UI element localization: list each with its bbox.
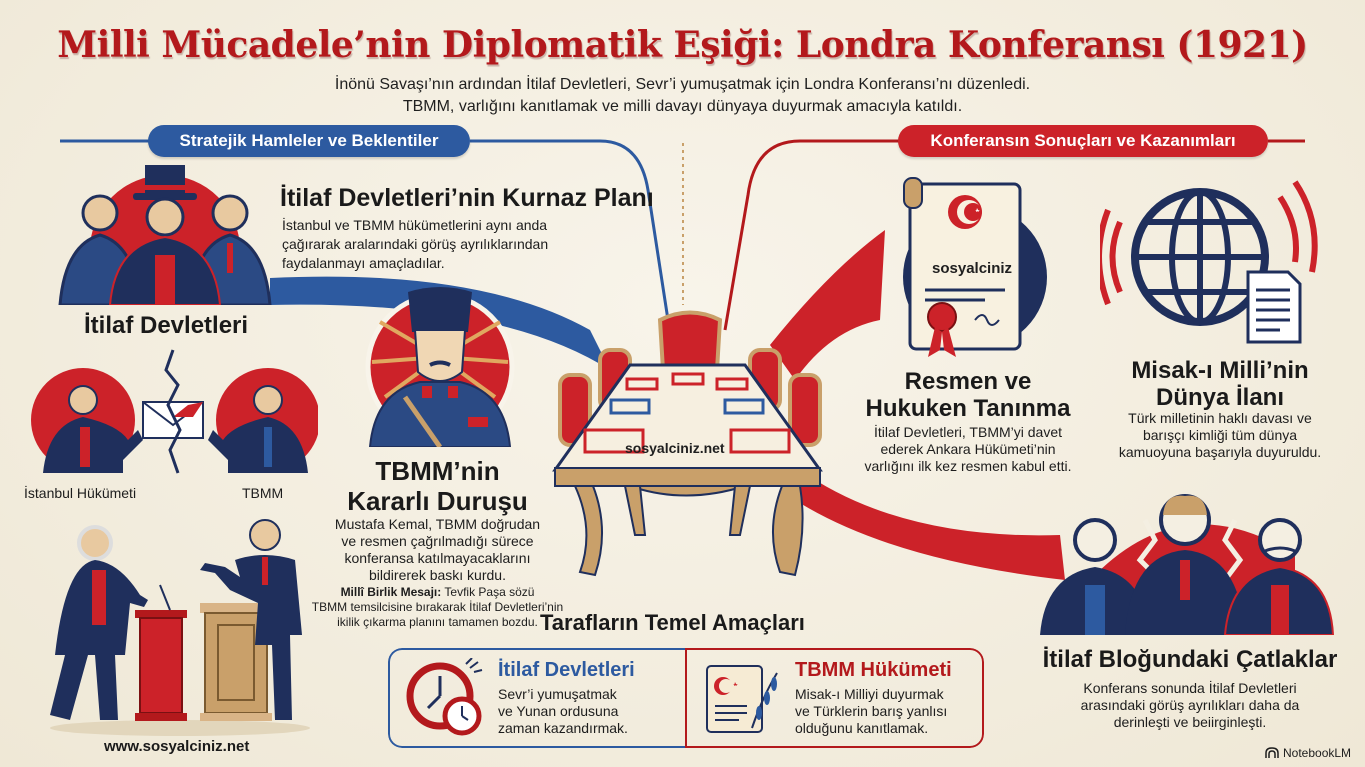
scroll-watermark: sosyalciniz <box>932 260 1013 277</box>
page-title: Milli Mücadele’nin Diplomatik Eşiği: Lon… <box>57 24 1308 66</box>
scroll-olive-branch-icon <box>706 665 778 733</box>
section-label-conference-results: Konferansın Sonuçları ve Kazanımları <box>898 125 1268 157</box>
section-label-strategic-moves: Stratejik Hamleler ve Beklentiler <box>148 125 470 157</box>
recognition-title-line: Hukuken Tanınma <box>865 395 1071 422</box>
subtitle-line-2: TBMM, varlığını kanıtlamak ve milli dava… <box>402 98 963 115</box>
istanbul-tbmm-split-illustration <box>31 349 318 474</box>
goal-allies-text: Sevr’i yumuşatmak <box>498 686 617 702</box>
cracks-text-line: derinleşti ve beiirginleşti. <box>1113 714 1267 730</box>
recognition-description: İtilaf Devletleri, TBMM’yi davet ederek … <box>848 424 1088 475</box>
cracks-description: Konferans sonunda İtilaf Devletleri aras… <box>1030 680 1350 731</box>
recognition-title-line: Resmen ve <box>904 368 1032 395</box>
notebooklm-brand-text: NotebookLM <box>1283 746 1352 760</box>
allied-statesmen-illustration <box>58 165 272 305</box>
announcement-title-line: Dünya İlanı <box>1155 384 1285 411</box>
goal-allies-text: zaman kazandırmak. <box>498 720 628 736</box>
stance-text-line: Mustafa Kemal, TBMM doğrudan <box>334 516 541 532</box>
announcement-description: Türk milletinin haklı davası ve barışçı … <box>1100 410 1340 461</box>
podium-handover-illustration <box>50 519 310 736</box>
stance-text-line: bildirerek baskı kurdu. <box>369 567 506 583</box>
unity-text-line: TBMM temsilcisine bırakarak İtilaf Devle… <box>311 600 564 614</box>
table-watermark: sosyalciniz.net <box>625 440 725 456</box>
recognition-text-line: ederek Ankara Hükümeti’nin <box>880 441 1056 457</box>
tbmm-label: TBMM <box>242 485 284 501</box>
plan-description: İstanbul ve TBMM hükümetlerini aynı anda… <box>282 216 548 273</box>
announcement-text-line: Türk milletinin haklı davası ve <box>1128 410 1312 426</box>
unity-text-line: Tevfik Paşa sözü <box>444 585 535 599</box>
website-watermark: www.sosyalciniz.net <box>104 738 250 755</box>
notebooklm-logo-icon <box>1265 747 1279 758</box>
goal-tbmm-text: ve Türklerin barış yanlısı <box>795 703 948 719</box>
stance-title-line: TBMM’nin <box>375 456 500 486</box>
goal-allies-text: ve Yunan ordusuna <box>498 703 619 719</box>
recognition-text-line: varlığını ilk kez resmen kabul etti. <box>864 458 1072 474</box>
recognition-title: Resmen ve Hukuken Tanınma <box>848 368 1088 422</box>
goals-comparison-box: İtilaf Devletleri Sevr’i yumuşatmak ve Y… <box>388 648 984 748</box>
goal-allies: İtilaf Devletleri Sevr’i yumuşatmak ve Y… <box>388 648 685 748</box>
broken-clock-icon <box>406 658 483 736</box>
goal-tbmm-text: olduğunu kanıtlamak. <box>795 720 929 736</box>
unity-text-line: ikilik çıkarma planını tamamen bozdu. <box>337 615 538 629</box>
goals-title: Tarafların Temel Amaçları <box>540 610 805 635</box>
plan-title: İtilaf Devletleri’nin Kurnaz Planı <box>280 184 654 212</box>
subtitle-line-1: İnönü Savaşı’nın ardından İtilaf Devletl… <box>334 76 1031 93</box>
goal-tbmm-title: TBMM Hükümeti <box>795 659 952 681</box>
mustafa-kemal-portrait <box>365 287 515 447</box>
divided-allies-illustration <box>1040 494 1335 635</box>
goal-allies-title: İtilaf Devletleri <box>498 659 635 681</box>
announcement-title: Misak-ı Milli’nin Dünya İlanı <box>1105 357 1335 411</box>
announcement-title-line: Misak-ı Milli’nin <box>1131 357 1309 384</box>
stance-title: TBMM’nin Kararlı Duruşu <box>330 456 545 516</box>
goal-tbmm: TBMM Hükümeti Misak-ı Milliyi duyurmak v… <box>685 648 984 748</box>
announcement-text-line: barışçı kimliği tüm dünya <box>1142 427 1298 443</box>
recognition-scroll-illustration <box>903 177 1047 357</box>
stance-text-line: konferansa katılmayacaklarını <box>344 550 531 566</box>
globe-broadcast-illustration <box>1100 180 1318 344</box>
plan-text-line: faydalanmayı amaçladılar. <box>282 255 445 271</box>
goal-tbmm-text: Misak-ı Milliyi duyurmak <box>795 686 944 702</box>
plan-text-line: İstanbul ve TBMM hükümetlerini aynı anda <box>282 217 548 233</box>
announcement-text-line: kamuoyuna başarıyla duyuruldu. <box>1118 444 1322 460</box>
conference-table-illustration <box>552 310 823 577</box>
notebooklm-brand: NotebookLM <box>1265 746 1351 760</box>
stance-title-line: Kararlı Duruşu <box>347 486 528 516</box>
cracks-text-line: Konferans sonunda İtilaf Devletleri <box>1083 680 1297 696</box>
stance-description: Mustafa Kemal, TBMM doğrudan ve resmen ç… <box>320 516 555 584</box>
unity-message: Millî Birlik Mesajı: Tevfik Paşa sözü TB… <box>310 585 565 630</box>
allies-caption: İtilaf Devletleri <box>84 312 249 339</box>
stance-text-line: ve resmen çağrılmadığı sürece <box>341 533 534 549</box>
istanbul-government-label: İstanbul Hükümeti <box>24 485 137 501</box>
plan-text-line: çağırarak aralarındaki görüş ayrılıkları… <box>282 236 549 252</box>
cracks-title: İtilaf Bloğundaki Çatlaklar <box>1042 646 1338 673</box>
unity-message-label: Millî Birlik Mesajı: <box>340 585 442 599</box>
cracks-text-line: arasındaki görüş ayrılıkları daha da <box>1080 697 1300 713</box>
recognition-text-line: İtilaf Devletleri, TBMM’yi davet <box>873 424 1062 440</box>
